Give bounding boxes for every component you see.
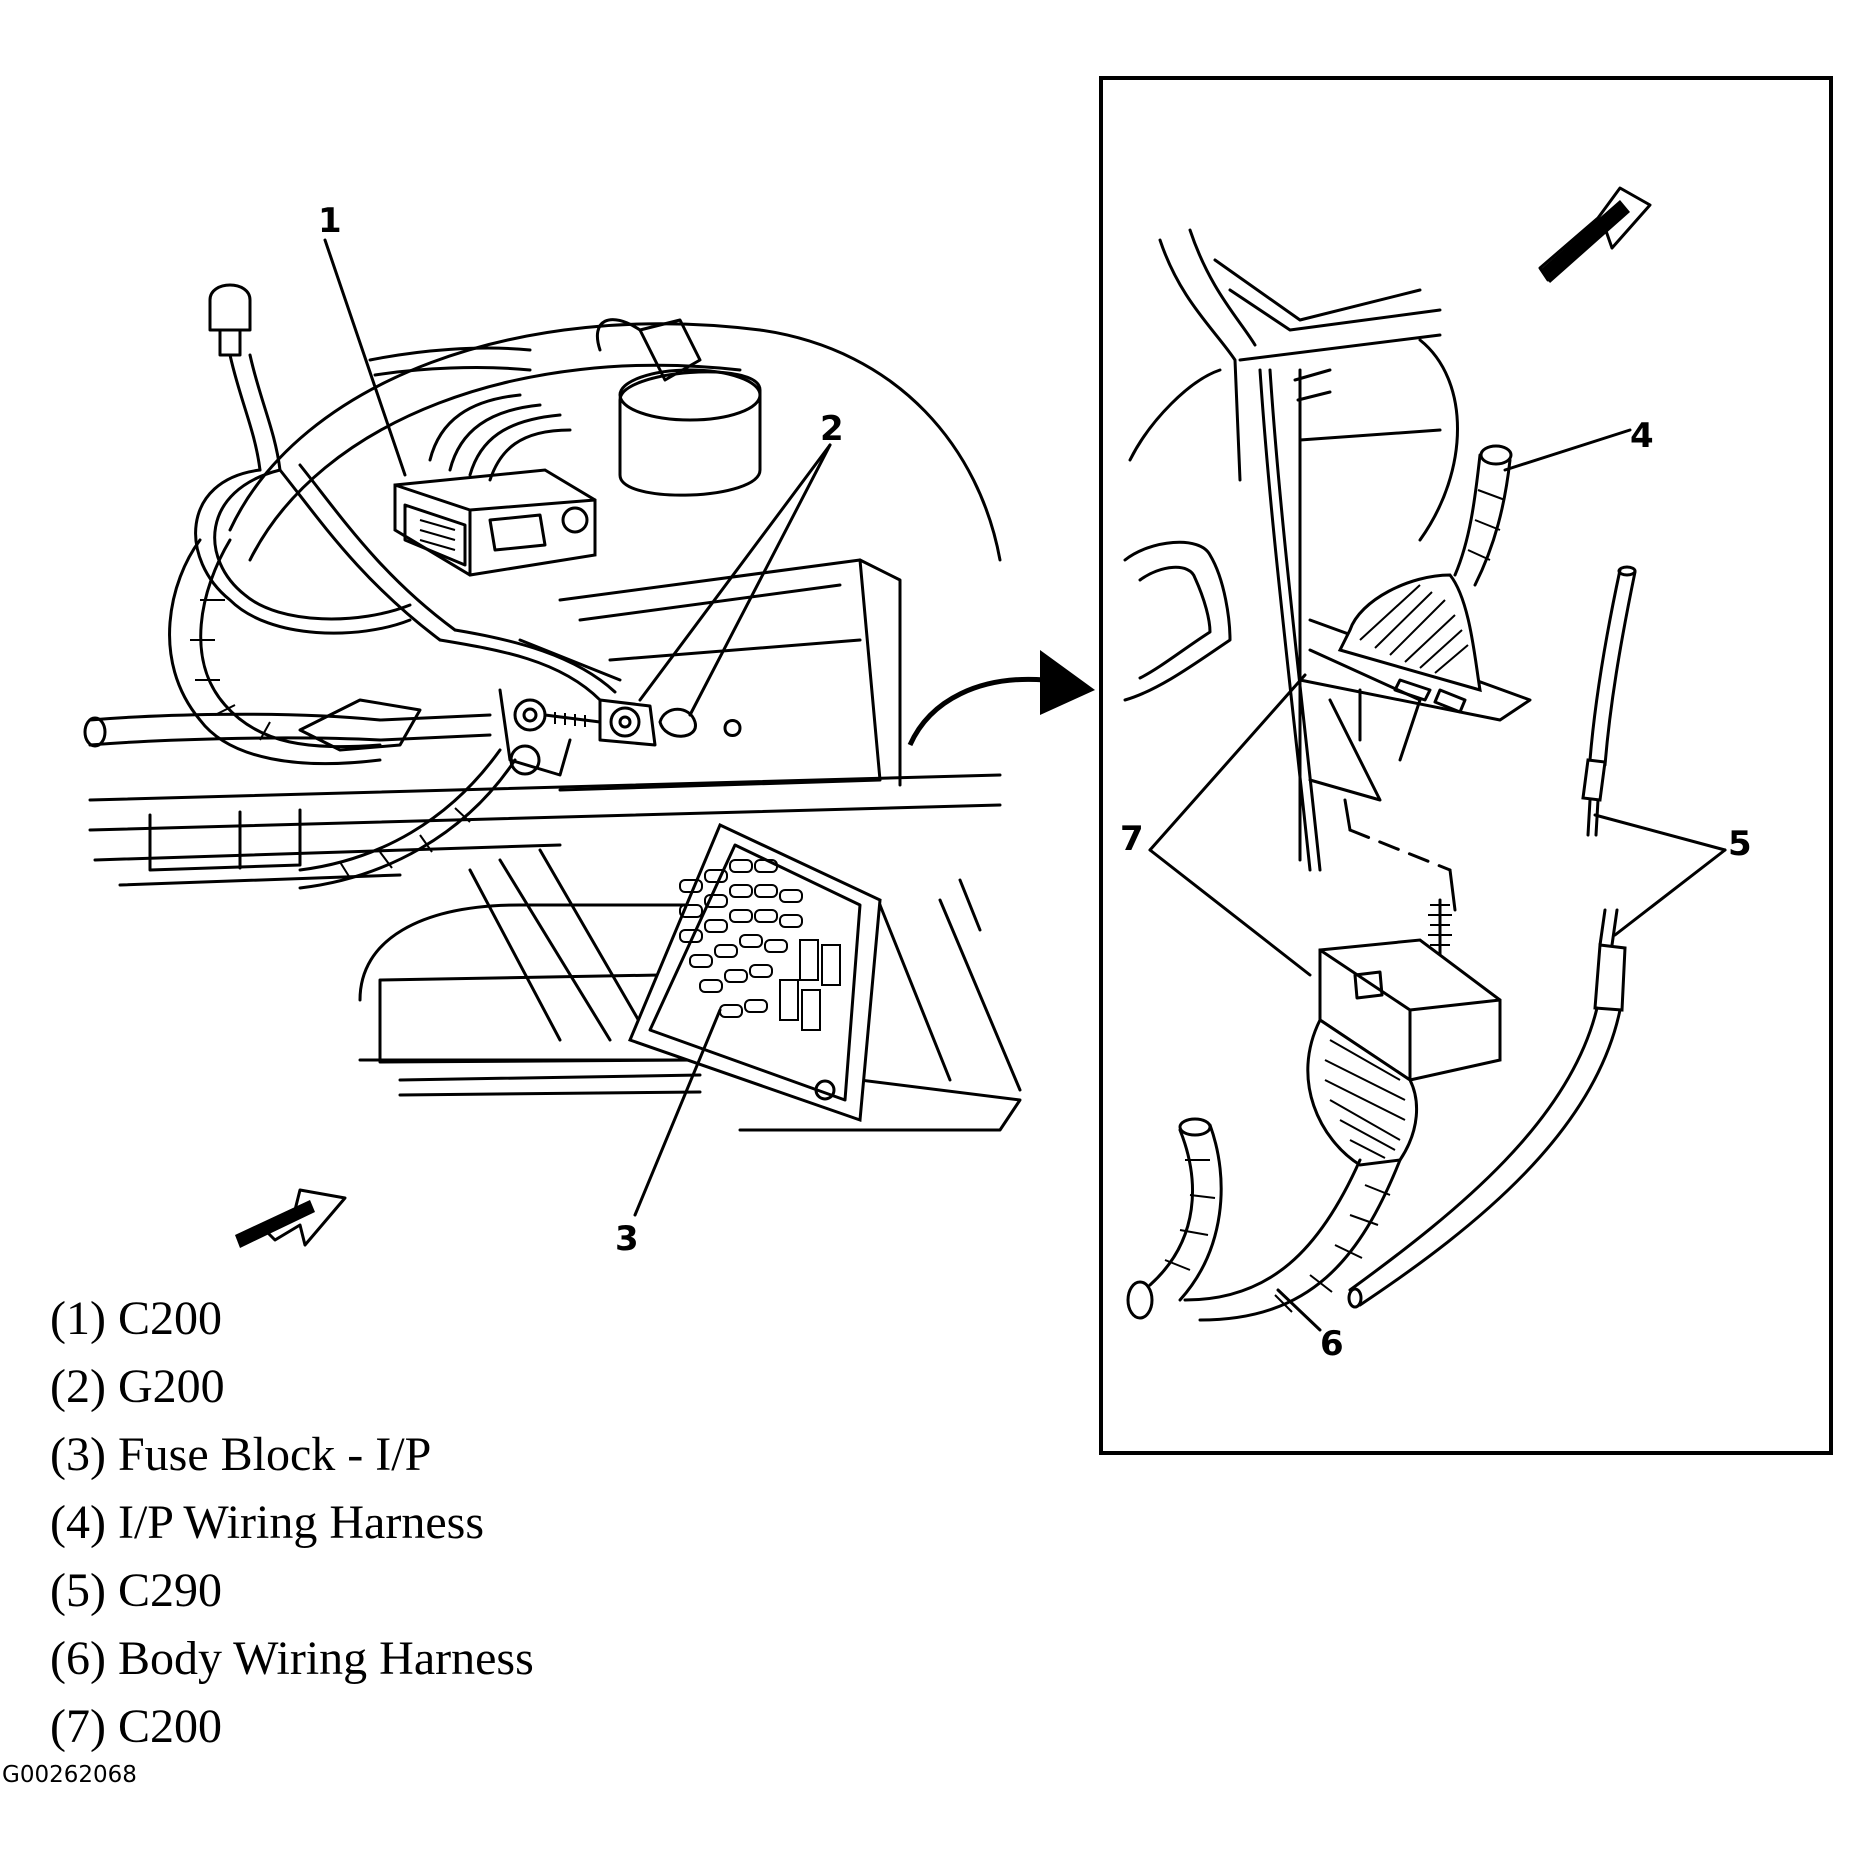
- leader-line-6: [1276, 1288, 1322, 1332]
- callout-4: 4: [1630, 416, 1654, 456]
- legend-item: (1) C200: [50, 1292, 222, 1345]
- leader-line-5a: [1593, 813, 1727, 852]
- figure-id: G00262068: [2, 1762, 137, 1788]
- g200-ground-illustration: [438, 628, 742, 777]
- front-direction-arrow-right: [1538, 186, 1652, 283]
- curved-arrow: [907, 676, 1046, 747]
- leader-line-5b: [1613, 848, 1727, 937]
- fuse-block-illustration: [628, 822, 882, 1123]
- callout-2: 2: [820, 409, 844, 449]
- legend-item: (4) I/P Wiring Harness: [50, 1496, 484, 1549]
- inset-frame: [1099, 76, 1833, 1455]
- leader-line-3: [633, 1008, 722, 1217]
- legend-item: (3) Fuse Block - I/P: [50, 1428, 432, 1481]
- c290-connector-illustration: [1347, 565, 1637, 1309]
- callout-6: 6: [1320, 1324, 1344, 1364]
- callout-3: 3: [615, 1219, 639, 1259]
- legend-item: (6) Body Wiring Harness: [50, 1632, 534, 1685]
- leader-line-2b: [688, 443, 832, 717]
- leader-line-7a: [1148, 673, 1307, 852]
- c200-connector-illustration: [368, 346, 597, 577]
- legend-item: (7) C200: [50, 1700, 222, 1753]
- leader-line-1: [323, 238, 407, 477]
- callout-7: 7: [1120, 819, 1144, 859]
- front-direction-arrow-left: [235, 1188, 347, 1248]
- inset-view: [1099, 76, 1833, 1455]
- leader-line-4: [1503, 428, 1632, 472]
- leader-line-2a: [638, 443, 832, 702]
- main-view-illustration: [83, 238, 1095, 1248]
- legend: (1) C200 (2) G200 (3) Fuse Block - I/P (…: [50, 1285, 534, 1761]
- legend-item: (5) C290: [50, 1564, 222, 1617]
- leader-line-7b: [1148, 848, 1312, 977]
- c200-body-connector-illustration: [1306, 898, 1502, 1167]
- callout-1: 1: [318, 201, 342, 241]
- callout-5: 5: [1728, 824, 1752, 864]
- legend-item: (2) G200: [50, 1360, 225, 1413]
